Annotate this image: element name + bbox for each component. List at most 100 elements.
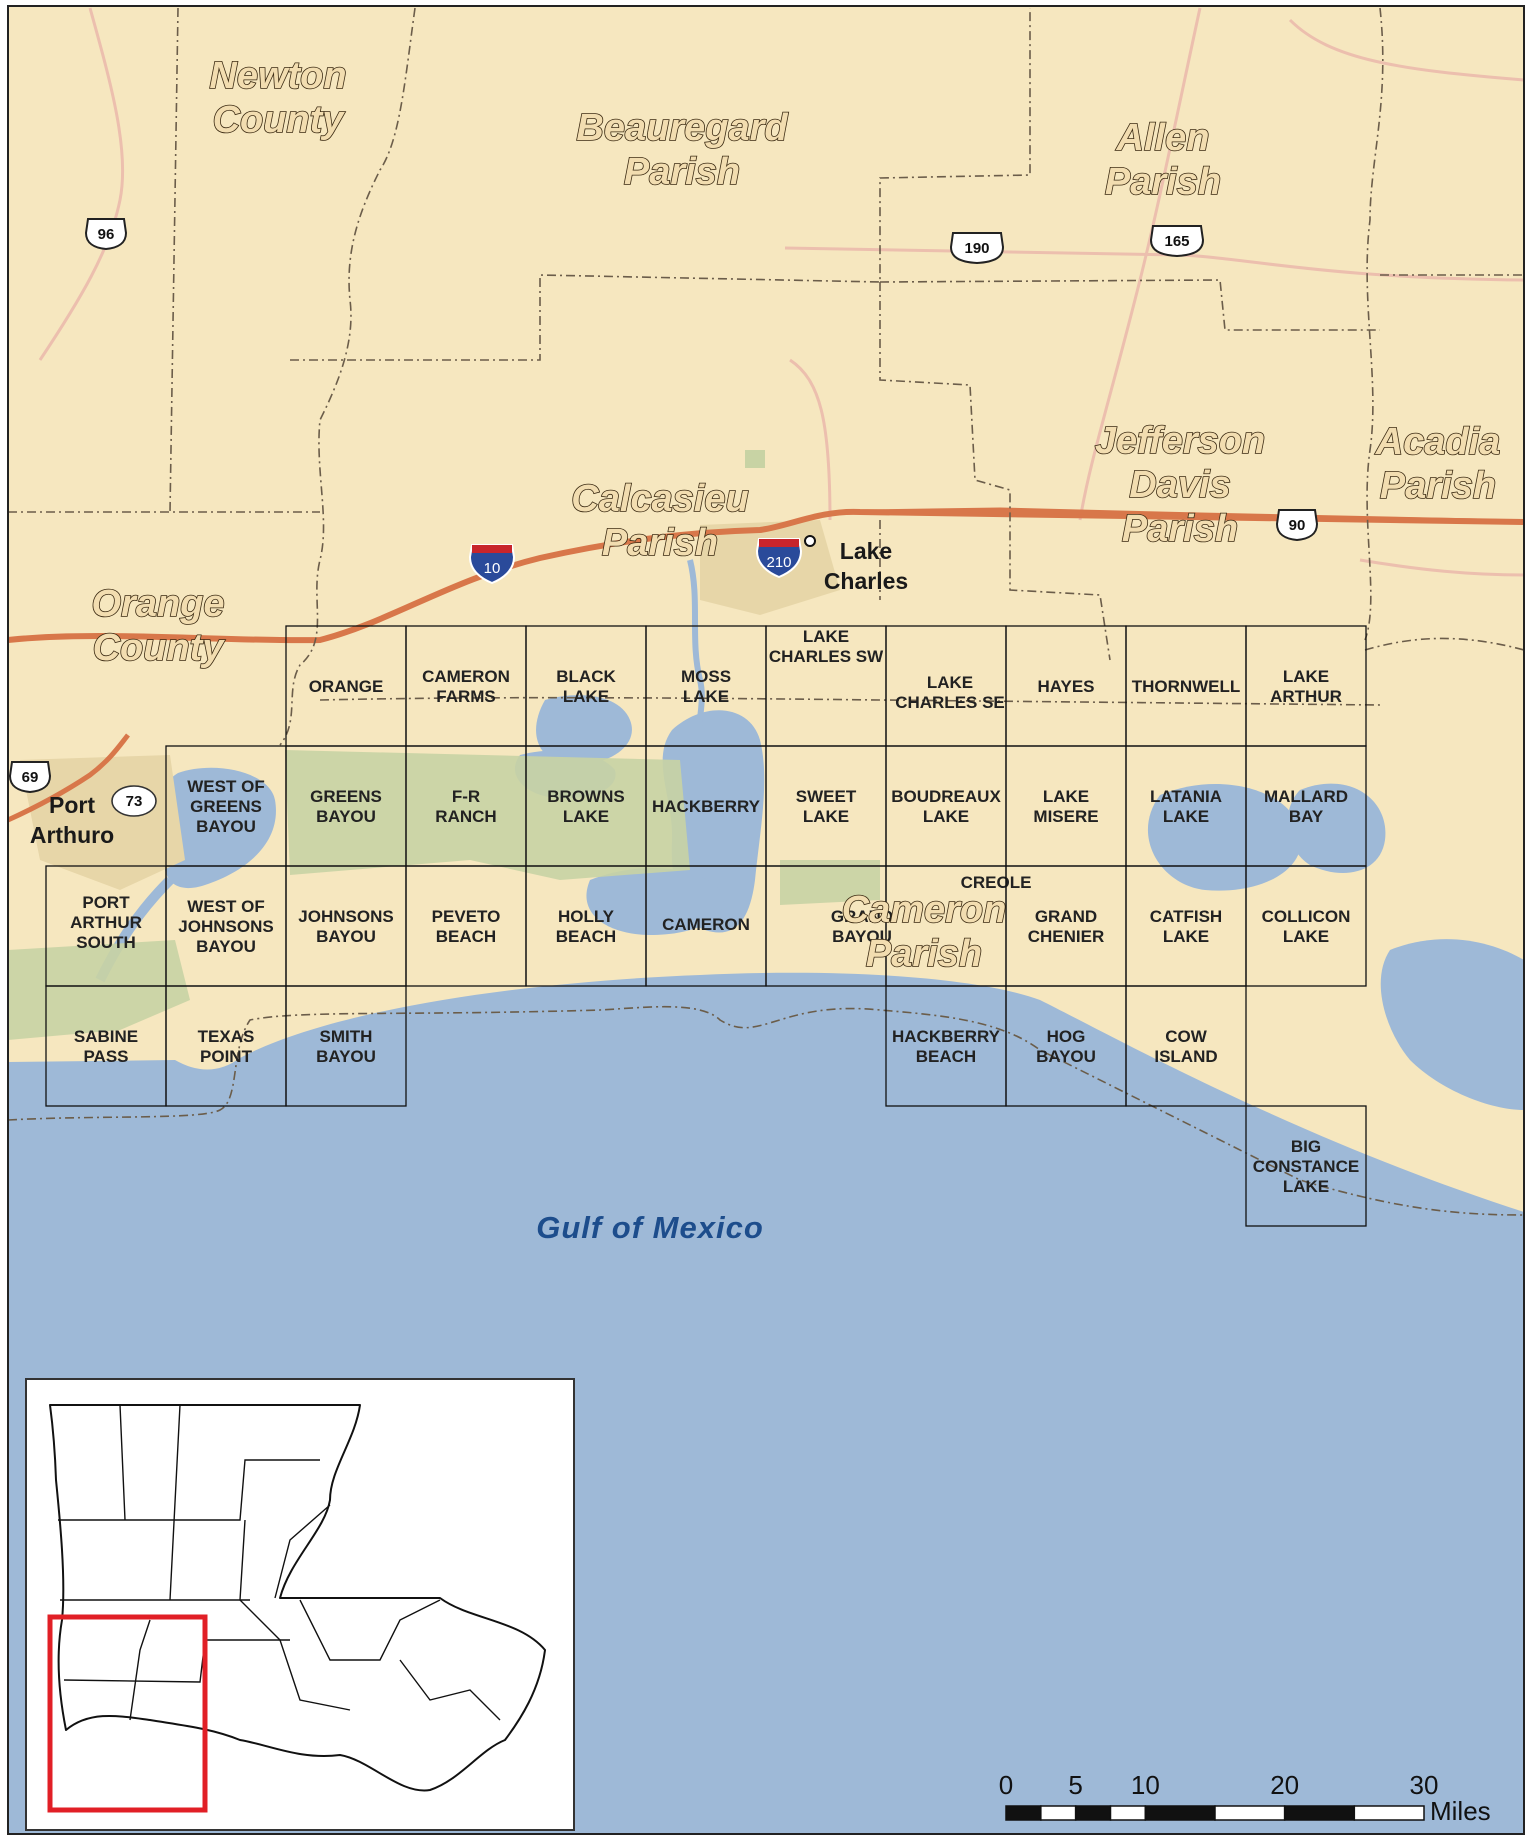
quad-label-f-r-ranch-line: F-R (452, 787, 480, 806)
offshore-boundary (7, 1005, 1525, 1216)
quad-cell-cow-island[interactable] (1125, 985, 1247, 1107)
quad-label-orange-line: ORANGE (309, 677, 384, 696)
quad-label-moss-lake-line: LAKE (683, 687, 729, 706)
quad-label-cameron: CAMERON (662, 915, 750, 934)
quad-label-west-of-greens-bayou-line: BAYOU (196, 817, 256, 836)
city-label-lake-charles-line: Charles (824, 568, 908, 594)
boundary (879, 279, 1380, 331)
shield-number: 73 (126, 793, 143, 810)
quad-label-grand-bayou-line: GRAND (831, 907, 893, 926)
quad-label-thornwell: THORNWELL (1132, 677, 1241, 696)
region-label-cameron-line: Parish (866, 933, 982, 975)
inset-parish-line (399, 1659, 501, 1721)
quad-label-lake-charles-se-line: CHARLES SE (895, 693, 1005, 712)
shield-us-90: 90 (1275, 509, 1319, 542)
quad-label-hackberry: HACKBERRY (652, 797, 761, 816)
quad-label-port-arthur-south-line: SOUTH (76, 933, 136, 952)
boundary (169, 7, 179, 513)
shield-number: 10 (484, 560, 501, 577)
region-label-jefferson-davis-line: Davis (1129, 464, 1230, 506)
quad-label-cow-island-line: ISLAND (1154, 1047, 1217, 1066)
marsh-area-west (285, 750, 690, 880)
quad-label-mallard-bay-line: MALLARD (1264, 787, 1348, 806)
quad-label-mallard-bay-line: BAY (1289, 807, 1324, 826)
quad-label-west-of-greens-bayou-line: GREENS (190, 797, 262, 816)
quad-label-greens-bayou-line: BAYOU (316, 807, 376, 826)
inset-parish-line (119, 1404, 181, 1601)
quad-label-texas-point-line: POINT (200, 1047, 253, 1066)
scale-tick-label: 0 (999, 1770, 1013, 1800)
quad-cell-collicon-lake[interactable] (1245, 865, 1367, 987)
shield-state-73: 73 (111, 785, 157, 817)
quad-label-hackberry-beach-line: HACKBERRY (892, 1027, 1001, 1046)
quad-label-west-of-johnsons-bayou-line: WEST OF (187, 897, 264, 916)
quad-label-latania-lake-line: LATANIA (1150, 787, 1222, 806)
quad-label-west-of-greens-bayou-line: WEST OF (187, 777, 264, 796)
quad-label-greens-bayou-line: GREENS (310, 787, 382, 806)
gulf-of-mexico-label: Gulf of Mexico (536, 1210, 764, 1245)
shield-i-10: 10 (468, 544, 516, 585)
shield-i-210: 210 (755, 538, 803, 579)
scale-bar-segment (1283, 1805, 1356, 1821)
quad-label-lake-charles-sw-line: LAKE (803, 627, 849, 646)
interstate-shield-band (759, 539, 799, 547)
region-label-acadia-line: Parish (1380, 465, 1496, 507)
shield-number: 90 (1289, 517, 1306, 534)
quad-label-grand-chenier-line: GRAND (1035, 907, 1097, 926)
region-label-allen-line: Allen (1116, 117, 1210, 159)
scale-bar-segment (1144, 1805, 1216, 1821)
inset-parish-line (239, 1519, 351, 1711)
quad-label-sweet-lake-line: SWEET (796, 787, 857, 806)
quad-cell-big-constance-lake[interactable] (1245, 1105, 1367, 1227)
region-label-beauregard-line: Parish (624, 151, 740, 193)
scale-tick-label: 5 (1068, 1770, 1082, 1800)
quad-label-grand-bayou-line: BAYOU (832, 927, 892, 946)
quad-label-browns-lake-line: BROWNS (547, 787, 624, 806)
inset-map[interactable] (25, 1378, 575, 1831)
quad-label-cameron-line: CAMERON (662, 915, 750, 934)
state-line-sabine (279, 7, 416, 746)
boundaries-layer (7, 7, 1525, 1216)
quad-label-cow-island-line: COW (1165, 1027, 1208, 1046)
quad-label-holly-beach-line: HOLLY (558, 907, 615, 926)
quad-label-lake-misere-line: LAKE (1043, 787, 1089, 806)
region-label-jefferson-davis-line: Jefferson (1095, 420, 1265, 462)
quad-label-west-of-johnsons-bayou-line: JOHNSONS (178, 917, 273, 936)
us-route-shield-icon (1149, 225, 1205, 258)
quad-label-lake-misere-line: MISERE (1033, 807, 1098, 826)
scale-tick-label: 20 (1270, 1770, 1299, 1800)
quad-label-hayes: HAYES (1037, 677, 1094, 696)
quad-label-lake-charles-sw-line: CHARLES SW (769, 647, 884, 666)
quad-cell-smith-bayou[interactable] (285, 985, 407, 1107)
boundary (290, 8, 1031, 361)
shield-number: 69 (22, 769, 39, 786)
quad-label-holly-beach-line: BEACH (556, 927, 616, 946)
scale-unit-label: Miles (1430, 1796, 1491, 1826)
quad-label-f-r-ranch-line: RANCH (435, 807, 496, 826)
boundary (1364, 7, 1384, 641)
us-route-shield-icon (8, 761, 52, 794)
major-road-sw (6, 733, 130, 823)
calcasieu-river (687, 559, 705, 731)
vermilion-bay-water (1380, 939, 1524, 1110)
calcasieu-estuary (586, 867, 724, 935)
